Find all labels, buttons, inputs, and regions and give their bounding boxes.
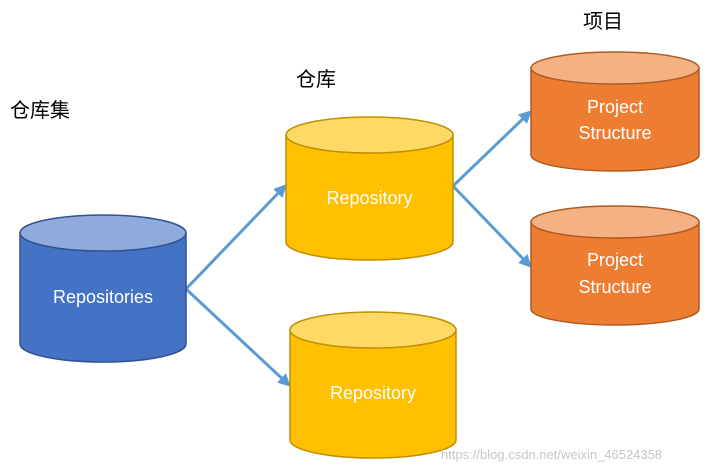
arrow xyxy=(184,184,287,291)
cylinder-top xyxy=(530,205,700,239)
node-label: Project xyxy=(587,250,643,270)
repository-set-heading: 仓库集 xyxy=(10,100,70,122)
arrow xyxy=(451,184,532,268)
cylinder-top xyxy=(285,116,454,154)
project-heading: 项目 xyxy=(583,11,623,33)
node-label: Repository xyxy=(326,188,412,208)
repository-cylinder-lower: Repository xyxy=(289,311,457,459)
cylinder-top xyxy=(289,311,457,349)
node-label: Project xyxy=(587,97,643,117)
repository-cylinder-upper: Repository xyxy=(285,116,454,261)
cylinder-body xyxy=(530,221,700,326)
cylinder-body xyxy=(19,232,187,363)
node-label: Repository xyxy=(330,383,416,403)
cylinder-top xyxy=(19,214,187,252)
repository-heading: 仓库 xyxy=(296,69,336,91)
watermark: https://blog.csdn.net/weixin_46524358 xyxy=(441,447,663,462)
node-label: Structure xyxy=(578,123,651,143)
cylinder-body xyxy=(530,67,700,172)
arrow xyxy=(184,287,291,387)
node-label: Structure xyxy=(578,277,651,297)
cylinder-body xyxy=(289,329,457,459)
node-label: Repositories xyxy=(53,287,153,307)
arrow xyxy=(451,110,532,188)
repositories-cylinder: Repositories xyxy=(19,214,187,363)
cylinder-top xyxy=(530,51,700,85)
cylinder-body xyxy=(285,134,454,261)
